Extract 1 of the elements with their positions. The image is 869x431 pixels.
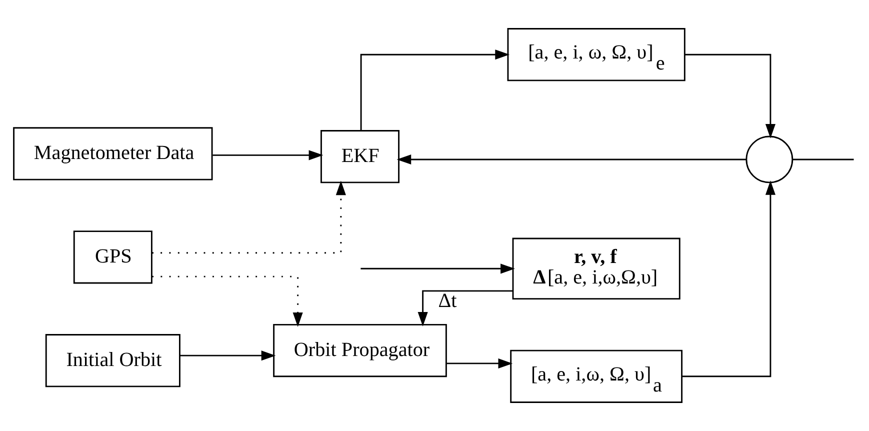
edge-label: Δt	[438, 290, 457, 312]
